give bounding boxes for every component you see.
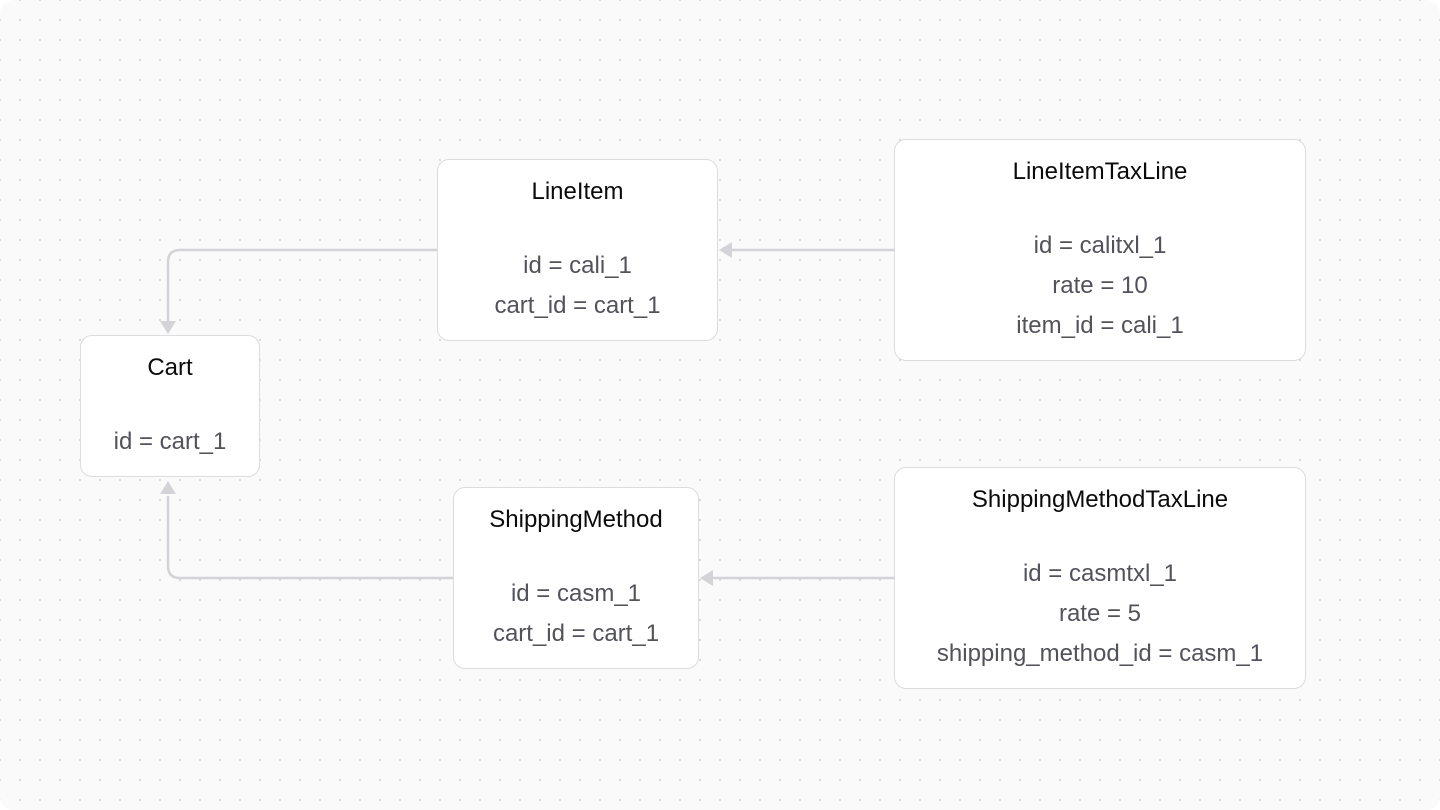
node-field: id = casm_1 — [510, 580, 642, 607]
node-field: id = calitxl_1 — [1033, 232, 1167, 259]
node-title: ShippingMethodTaxLine — [971, 486, 1229, 513]
node-shipping-method[interactable]: ShippingMethod id = casm_1 cart_id = car… — [453, 487, 699, 669]
edge-shippingmethod-to-cart — [166, 496, 453, 580]
node-field: id = casmtxl_1 — [1022, 560, 1178, 587]
arrowhead-shippingmethod — [700, 570, 713, 586]
node-fields: id = casmtxl_1 rate = 5 shipping_method_… — [895, 554, 1305, 674]
node-field: cart_id = cart_1 — [494, 292, 661, 319]
node-line-item-tax-line[interactable]: LineItemTaxLine id = calitxl_1 rate = 10… — [894, 139, 1306, 361]
node-fields: id = calitxl_1 rate = 10 item_id = cali_… — [895, 226, 1305, 346]
node-field: id = cali_1 — [523, 252, 632, 279]
arrowhead-cart-bottom — [160, 481, 176, 494]
node-line-item[interactable]: LineItem id = cali_1 cart_id = cart_1 — [437, 159, 718, 341]
edge-lineitem-to-cart — [166, 248, 437, 322]
node-field: cart_id = cart_1 — [492, 620, 660, 647]
node-cart[interactable]: Cart id = cart_1 — [80, 335, 260, 477]
node-title: Cart — [147, 354, 193, 381]
node-title: LineItemTaxLine — [1012, 158, 1188, 185]
node-field: id = cart_1 — [113, 428, 227, 455]
node-shipping-method-tax-line[interactable]: ShippingMethodTaxLine id = casmtxl_1 rat… — [894, 467, 1306, 689]
node-field: shipping_method_id = casm_1 — [936, 640, 1264, 667]
node-fields: id = casm_1 cart_id = cart_1 — [454, 574, 698, 654]
arrowhead-cart-top — [160, 321, 176, 334]
node-field: rate = 5 — [1058, 600, 1142, 627]
node-title: LineItem — [531, 178, 624, 205]
node-fields: id = cali_1 cart_id = cart_1 — [438, 246, 717, 326]
node-title: ShippingMethod — [489, 506, 663, 533]
node-field: rate = 10 — [1052, 272, 1148, 299]
arrowhead-lineitem — [719, 242, 732, 258]
node-field: item_id = cali_1 — [1016, 312, 1184, 339]
node-fields: id = cart_1 — [81, 422, 259, 462]
